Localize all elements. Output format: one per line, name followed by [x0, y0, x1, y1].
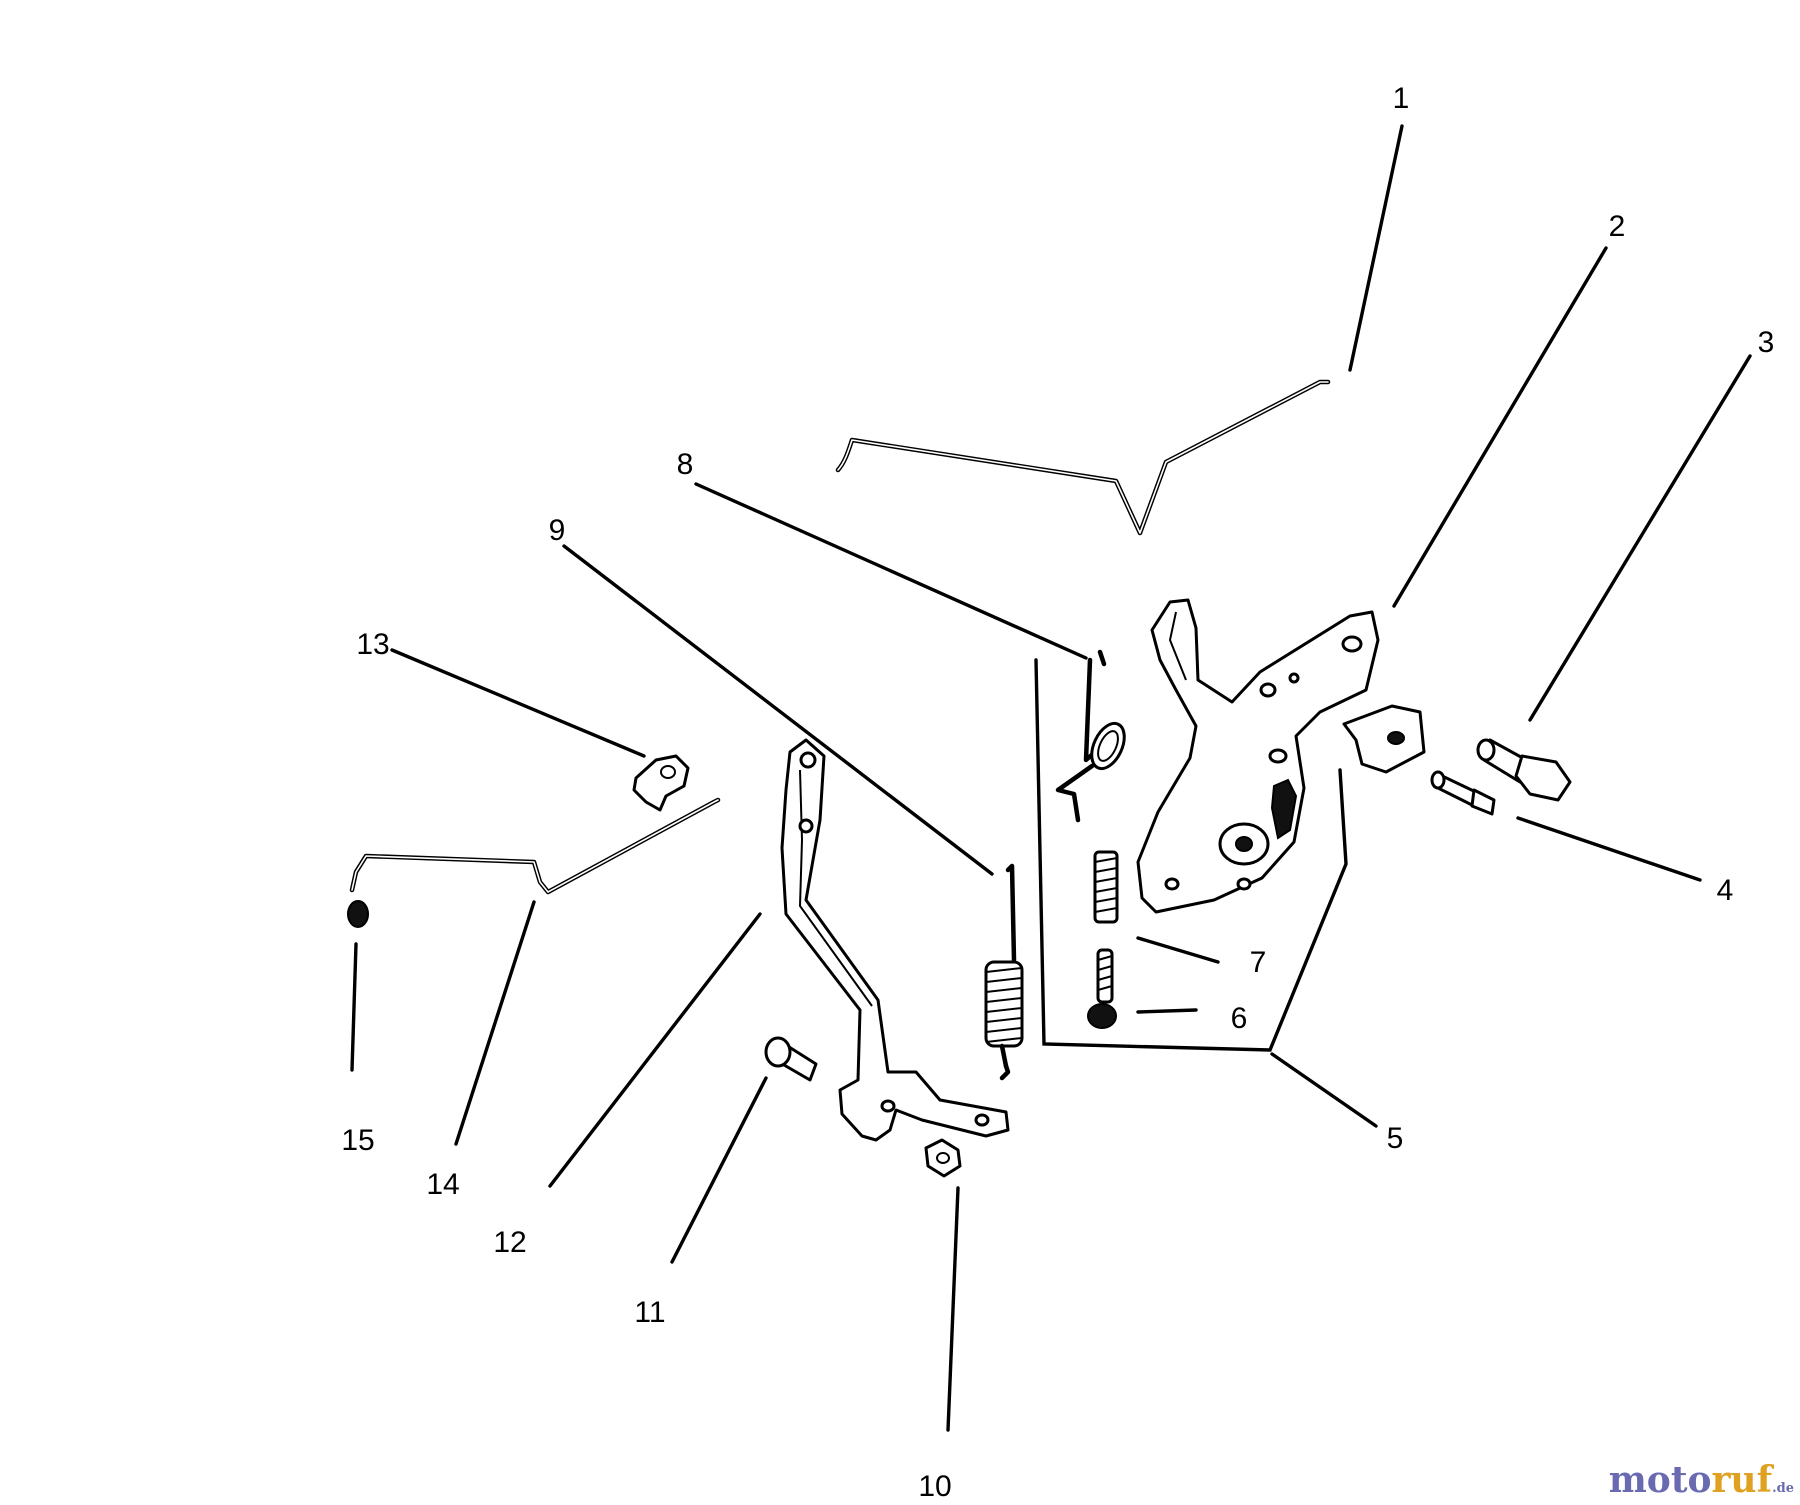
cable-clamp	[632, 754, 690, 812]
callout-13: 13	[356, 628, 389, 661]
control-plate	[1136, 598, 1380, 914]
pivot-bolt	[764, 1036, 818, 1082]
callout-5: 5	[1387, 1122, 1404, 1155]
torsion-spring	[1055, 649, 1126, 823]
callout-11: 11	[634, 1296, 665, 1329]
callout-15: 15	[341, 1124, 374, 1157]
callout-1: 1	[1393, 82, 1410, 115]
leader-lines	[350, 124, 1752, 1432]
hex-nut	[924, 1138, 962, 1178]
callout-4: 4	[1717, 874, 1734, 907]
callout-9: 9	[549, 514, 566, 547]
callout-6: 6	[1231, 1002, 1248, 1035]
screw	[1087, 948, 1117, 1029]
callout-14: 14	[426, 1168, 459, 1201]
compression-spring	[1093, 850, 1119, 924]
choke-rod	[349, 797, 721, 895]
shoulder-bolt	[1476, 738, 1572, 802]
rod-clip	[347, 900, 369, 928]
plate-clip	[1342, 704, 1426, 774]
callout-7: 7	[1250, 946, 1267, 979]
watermark-logo: motoruf.de	[1608, 1459, 1794, 1501]
group-bracket	[1034, 658, 1348, 1052]
callout-10: 10	[918, 1470, 951, 1503]
governor-rod	[835, 379, 1331, 536]
extension-spring	[984, 863, 1024, 1081]
callout-3: 3	[1758, 326, 1775, 359]
callout-labels: 1 2 3 4 5 6 7 8 9 10 11 12 13 14 15	[341, 82, 1774, 1503]
callout-8: 8	[677, 448, 694, 481]
small-bolt	[1430, 770, 1496, 816]
callout-2: 2	[1609, 210, 1626, 243]
callout-12: 12	[493, 1226, 526, 1259]
control-lever	[780, 738, 1010, 1142]
